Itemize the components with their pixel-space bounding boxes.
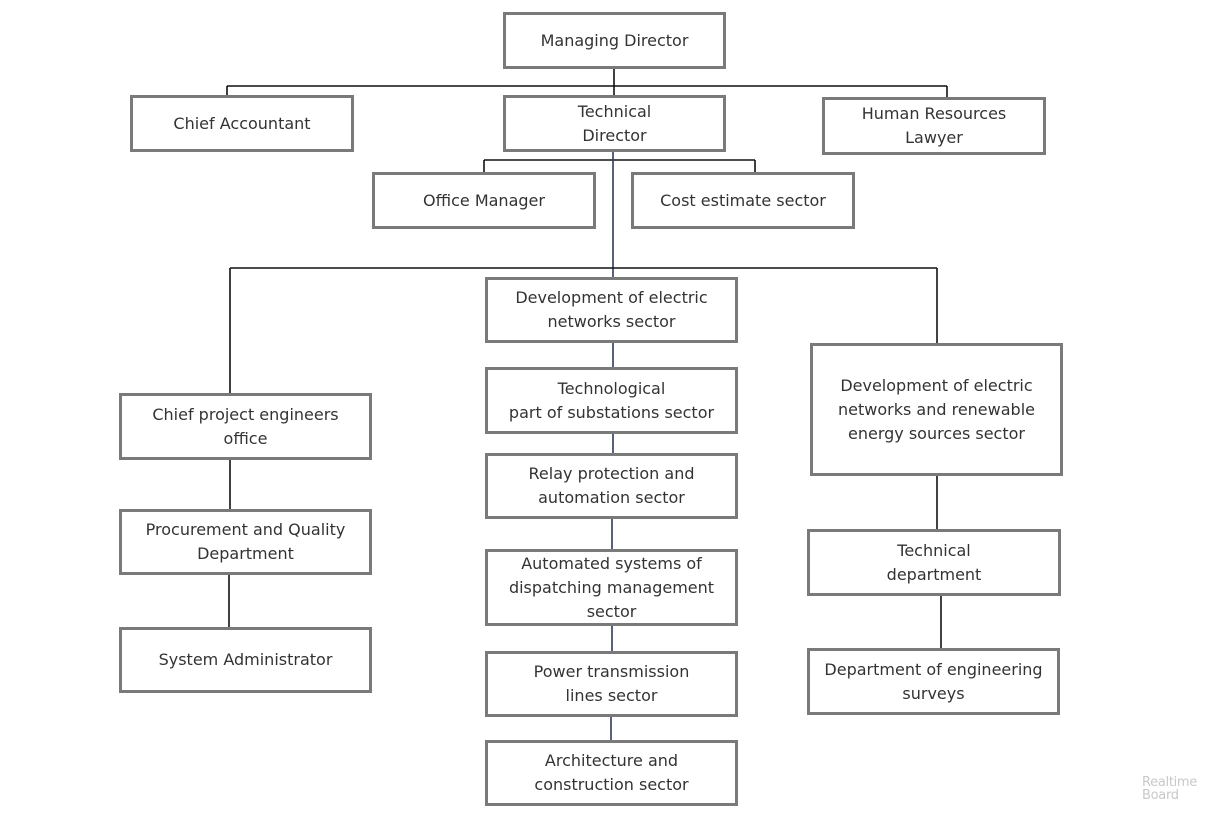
node-managing-director[interactable]: Managing Director xyxy=(503,12,726,69)
node-office-manager[interactable]: Office Manager xyxy=(372,172,596,229)
node-relay-protection[interactable]: Relay protection and automation sector xyxy=(485,453,738,519)
node-architecture-construction[interactable]: Architecture and construction sector xyxy=(485,740,738,806)
node-system-administrator[interactable]: System Administrator xyxy=(119,627,372,693)
node-procurement-quality[interactable]: Procurement and Quality Department xyxy=(119,509,372,575)
node-human-resources-lawyer[interactable]: Human Resources Lawyer xyxy=(822,97,1046,155)
node-chief-accountant[interactable]: Chief Accountant xyxy=(130,95,354,152)
node-engineering-surveys[interactable]: Department of engineering surveys xyxy=(807,648,1060,715)
node-development-renewable[interactable]: Development of electric networks and ren… xyxy=(810,343,1063,476)
node-power-transmission[interactable]: Power transmission lines sector xyxy=(485,651,738,717)
node-technical-director[interactable]: Technical Director xyxy=(503,95,726,152)
node-automated-dispatching[interactable]: Automated systems of dispatching managem… xyxy=(485,549,738,626)
node-technological-substations[interactable]: Technological part of substations sector xyxy=(485,367,738,434)
realtimeboard-watermark: Realtime Board xyxy=(1142,775,1197,803)
node-chief-project-engineers[interactable]: Chief project engineers office xyxy=(119,393,372,460)
node-cost-estimate-sector[interactable]: Cost estimate sector xyxy=(631,172,855,229)
node-development-electric-networks[interactable]: Development of electric networks sector xyxy=(485,277,738,343)
node-technical-department[interactable]: Technical department xyxy=(807,529,1061,596)
